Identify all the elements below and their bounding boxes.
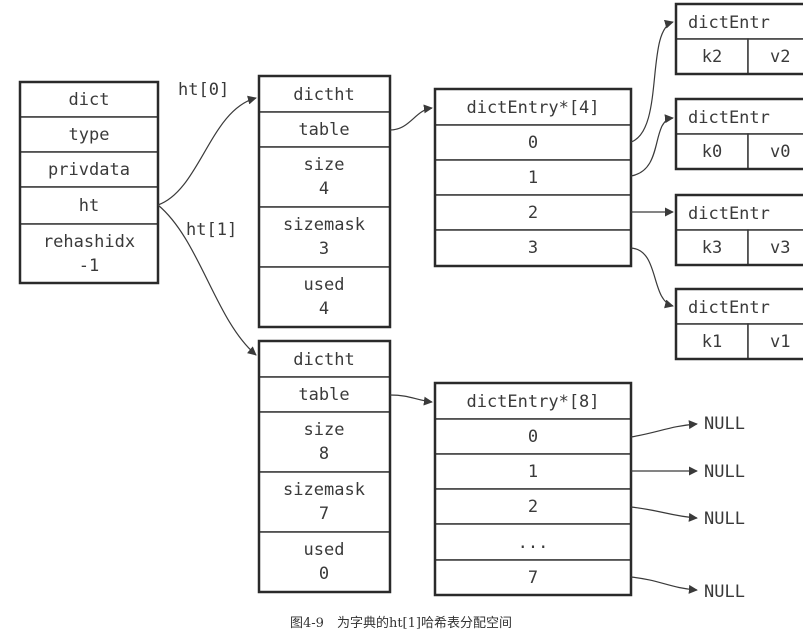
ht1-table-cell xyxy=(258,376,391,413)
ht1-title: dictht xyxy=(293,350,354,370)
dict-struct: dict type privdata ht rehashidx -1 xyxy=(18,80,160,285)
bucket1-arrow xyxy=(630,114,674,177)
bucket0-arrow xyxy=(630,19,674,143)
ht1-sizemask-label: sizemask xyxy=(283,480,365,500)
ht0-table-array: dictEntry*[4] 0 1 2 3 xyxy=(433,87,633,268)
null-label: NULL xyxy=(704,509,745,529)
null-arrow xyxy=(630,420,698,438)
array4-index: 3 xyxy=(528,238,538,258)
dict-ht-field: ht xyxy=(79,196,99,216)
dict-entry-title: dictEntr xyxy=(688,108,770,128)
array4-row-cell xyxy=(434,159,632,196)
ht1-table-arrow xyxy=(389,394,433,406)
ht0-pointer-label: ht[0] xyxy=(178,80,229,100)
dict-entry-key: k0 xyxy=(702,142,722,162)
dict-entry-key: k3 xyxy=(702,238,722,258)
null-arrow xyxy=(630,506,698,522)
null-label: NULL xyxy=(704,462,745,482)
dict-title: dict xyxy=(69,90,110,110)
null-label: NULL xyxy=(704,414,745,434)
array4-title: dictEntry*[4] xyxy=(466,98,599,118)
ht1-size-label: size xyxy=(304,420,345,440)
dict-privdata-field: privdata xyxy=(48,160,130,180)
dict-entry-value: v3 xyxy=(770,238,790,258)
ht0-dictht: dictht table size 4 sizemask 3 used 4 xyxy=(257,74,392,329)
dict-entry-k2: dictEntr k2 v2 xyxy=(674,2,803,76)
array8-ellipsis: ... xyxy=(518,533,549,553)
ht0-sizemask-value: 3 xyxy=(319,239,329,259)
dict-type-field: type xyxy=(69,125,110,145)
array8-row-cell xyxy=(434,453,632,490)
null-label: NULL xyxy=(704,582,745,602)
ht1-used-cell xyxy=(258,531,391,593)
dict-entry-value: v2 xyxy=(770,47,790,67)
dict-rehashidx-label: rehashidx xyxy=(43,232,135,252)
ht1-dictht: dictht table size 8 sizemask 7 used 0 xyxy=(257,339,392,594)
bucket3-arrow xyxy=(630,247,674,309)
array4-index: 0 xyxy=(528,133,538,153)
array8-index: 2 xyxy=(528,497,538,517)
array4-row-cell xyxy=(434,229,632,267)
dict-entry-title: dictEntr xyxy=(688,13,770,33)
array8-index: 1 xyxy=(528,462,538,482)
ht1-used-label: used xyxy=(304,540,345,560)
null-arrow xyxy=(630,576,698,594)
ht1-pointer-label: ht[1] xyxy=(186,220,237,240)
dict-type-cell xyxy=(19,116,159,153)
ht0-title: dictht xyxy=(293,85,354,105)
dict-entry-key: k1 xyxy=(702,332,722,352)
array4-index: 1 xyxy=(528,168,538,188)
ht0-used-label: used xyxy=(304,275,345,295)
ht0-sizemask-label: sizemask xyxy=(283,215,365,235)
ht1-sizemask-value: 7 xyxy=(319,504,329,524)
ht0-table-arrow xyxy=(389,104,433,131)
dict-entry-title: dictEntr xyxy=(688,298,770,318)
array8-index: 0 xyxy=(528,427,538,447)
dict-entry-value: v1 xyxy=(770,332,790,352)
ht0-pointer-arrow xyxy=(157,95,257,206)
ht0-size-label: size xyxy=(304,155,345,175)
array8-index: 7 xyxy=(528,568,538,588)
ht1-size-value: 8 xyxy=(319,444,329,464)
ht0-sizemask-cell xyxy=(258,206,391,268)
ht1-used-value: 0 xyxy=(319,564,329,584)
ht0-size-value: 4 xyxy=(319,179,329,199)
dict-entry-key: k2 xyxy=(702,47,722,67)
dict-entry-k0: dictEntr k0 v0 xyxy=(674,97,803,171)
array8-title: dictEntry*[8] xyxy=(466,392,599,412)
array4-index: 2 xyxy=(528,203,538,223)
dict-entry-k3: dictEntr k3 v3 xyxy=(674,193,803,267)
ht1-pointer-arrow xyxy=(157,204,257,356)
ht1-sizemask-cell xyxy=(258,471,391,533)
ht1-size-cell xyxy=(258,411,391,473)
dict-entry-value: v0 xyxy=(770,142,790,162)
dict-entry-title: dictEntr xyxy=(688,204,770,224)
figure-caption: 图4-9 为字典的ht[1]哈希表分配空间 xyxy=(290,615,512,631)
ht0-table-field: table xyxy=(298,120,349,140)
array8-row-cell xyxy=(434,559,632,596)
dict-rehashidx-value: -1 xyxy=(79,256,99,276)
ht1-table-field: table xyxy=(298,385,349,405)
ht0-used-value: 4 xyxy=(319,299,329,319)
ht1-table-array: dictEntry*[8] 0 1 2 ... 7 xyxy=(433,381,633,597)
array4-row-cell xyxy=(434,194,632,231)
dict-entry-k1: dictEntr k1 v1 xyxy=(674,287,803,361)
